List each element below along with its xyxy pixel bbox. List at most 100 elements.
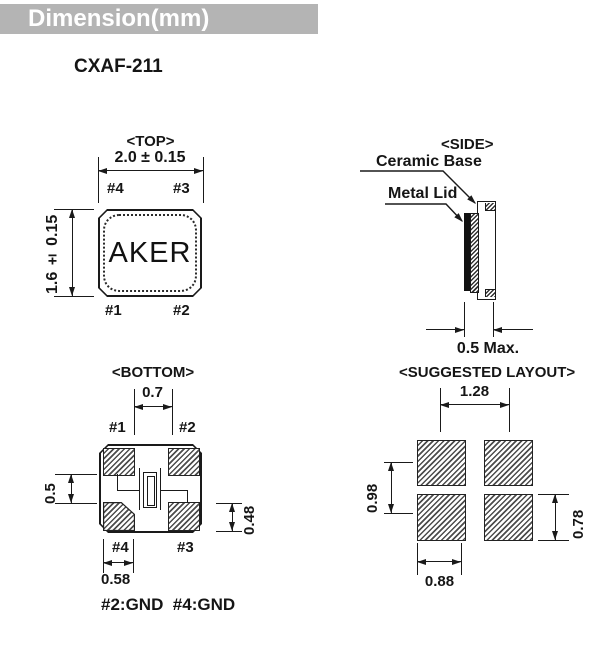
- ext-line: [492, 302, 494, 337]
- section-header-bar: Dimension(mm): [0, 4, 318, 34]
- dim-line: [417, 560, 461, 562]
- trace: [116, 474, 118, 490]
- dim-line: [554, 494, 556, 540]
- top-pin-3: #3: [173, 180, 190, 197]
- arrowhead: [552, 531, 558, 540]
- dim-line: [426, 328, 464, 330]
- bottom-view-title: <BOTTOM>: [111, 364, 195, 381]
- metal-lid-shape: [464, 213, 470, 291]
- ceramic-base-label: Ceramic Base: [376, 153, 482, 170]
- pad-3: [168, 502, 200, 531]
- arrowhead: [552, 494, 558, 503]
- bottom-gap-dim-text: 0.7: [142, 384, 163, 401]
- layout-pad-bl: [417, 494, 466, 541]
- arrowhead: [103, 559, 112, 566]
- ext-line: [384, 461, 413, 463]
- ext-line: [463, 302, 465, 337]
- ext-line: [171, 389, 173, 435]
- ext-line: [384, 512, 413, 514]
- castellation-top: [485, 202, 495, 211]
- arrowhead: [124, 559, 133, 566]
- arrowhead: [229, 503, 235, 512]
- trace: [117, 489, 139, 491]
- crystal-plate-right: [159, 468, 161, 510]
- ext-line: [460, 543, 462, 575]
- ext-line: [55, 502, 97, 504]
- arrowhead: [455, 326, 464, 333]
- top-pin-4: #4: [107, 180, 124, 197]
- arrowhead: [388, 504, 394, 513]
- layout-pad-tl: [417, 440, 466, 486]
- ext-line: [538, 539, 569, 541]
- seal-ring-shape: [470, 213, 479, 293]
- brand-text: AKER: [108, 236, 192, 269]
- crystal-body-inner: [147, 476, 155, 506]
- part-number: CXAF-211: [74, 56, 163, 77]
- arrowhead: [68, 494, 74, 503]
- top-view-title: <TOP>: [126, 133, 175, 150]
- ext-line: [54, 295, 94, 297]
- layout-pitch-y-dim-text: 0.98: [364, 483, 381, 513]
- arrowhead: [69, 287, 75, 296]
- ceramic-base-shape: [477, 201, 496, 300]
- arrowhead: [68, 474, 74, 483]
- arrowhead: [163, 403, 172, 410]
- brand-mark: AKER: [98, 209, 202, 297]
- bottom-right-dim-text: 0.48: [241, 505, 258, 535]
- bottom-pin-1: #1: [109, 419, 126, 436]
- dim-line: [98, 169, 203, 171]
- dim-line: [440, 403, 509, 405]
- arrowhead: [229, 522, 235, 531]
- bottom-pin-2: #2: [179, 419, 196, 436]
- dim-line: [493, 328, 533, 330]
- castellation-bottom: [485, 289, 495, 297]
- arrowhead: [194, 167, 203, 174]
- side-view-title: <SIDE>: [441, 136, 494, 153]
- arrowhead: [69, 209, 75, 218]
- arrowhead: [417, 558, 426, 565]
- bottom-left-dim-text: 0.5: [42, 483, 59, 504]
- top-width-dim-text: 2.0 ± 0.15: [114, 149, 186, 166]
- dim-line: [134, 405, 172, 407]
- top-pin-1: #1: [105, 302, 122, 319]
- bottom-pin-4: #4: [112, 539, 129, 556]
- trace: [161, 489, 187, 491]
- bottom-pad-width-dim-text: 0.58: [101, 571, 131, 588]
- bottom-pin-3: #3: [177, 539, 194, 556]
- ext-line: [508, 388, 510, 432]
- layout-pad-height-dim-text: 0.78: [570, 509, 587, 539]
- dim-line: [71, 209, 73, 296]
- ext-line: [97, 157, 99, 203]
- dim-line: [390, 462, 392, 513]
- arrowhead: [134, 403, 143, 410]
- arrowhead: [388, 462, 394, 471]
- ext-line: [132, 539, 134, 573]
- leader-lines: [360, 170, 476, 222]
- ext-line: [216, 530, 242, 532]
- section-title: Dimension(mm): [28, 5, 210, 32]
- arrowhead: [440, 401, 449, 408]
- top-pin-2: #2: [173, 302, 190, 319]
- dim-line: [103, 561, 133, 563]
- layout-pitch-x-dim-text: 1.28: [459, 383, 490, 400]
- crystal-body: [143, 472, 157, 508]
- layout-view-title: <SUGGESTED LAYOUT>: [399, 364, 576, 381]
- ext-line: [439, 388, 441, 432]
- ext-line: [55, 473, 97, 475]
- trace: [186, 490, 188, 503]
- crystal-plate-left: [138, 468, 140, 510]
- pad-1: [103, 448, 135, 476]
- arrowhead: [500, 401, 509, 408]
- layout-pad-br: [484, 494, 533, 541]
- package-seam-ring: [103, 214, 197, 292]
- ground-note: #2:GND #4:GND: [101, 595, 236, 614]
- dim-line: [70, 474, 72, 503]
- top-height-dim-text: 1.6 ± 0.15: [44, 214, 61, 294]
- arrowhead: [98, 167, 107, 174]
- ext-line: [133, 389, 135, 435]
- ext-line: [202, 157, 204, 203]
- layout-pad-tr: [484, 440, 533, 486]
- dim-line: [231, 503, 233, 531]
- arrowhead: [493, 326, 502, 333]
